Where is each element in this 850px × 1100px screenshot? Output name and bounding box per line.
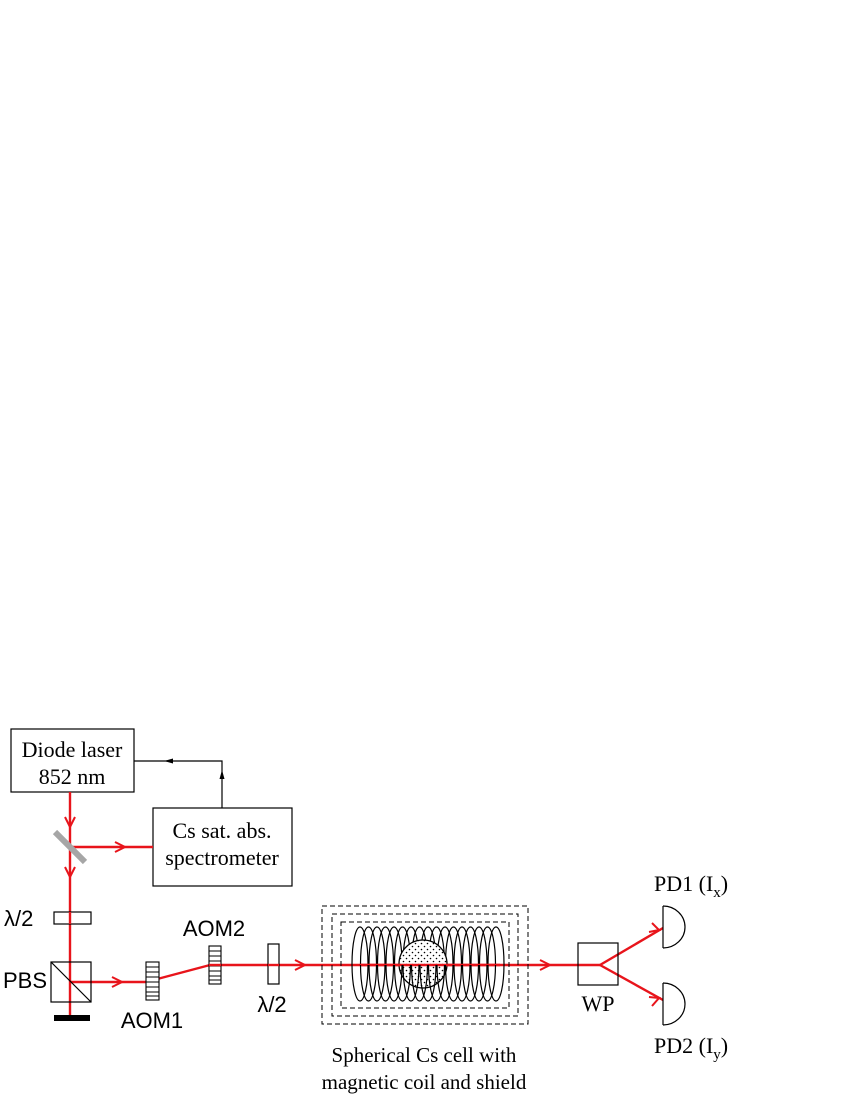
shield-layer-outer (321, 905, 529, 1025)
coil-loop (351, 965, 369, 1002)
beam-arrow (111, 976, 125, 988)
aom2-label: AOM2 (183, 916, 245, 941)
halfwave-plate-1-body (53, 911, 92, 925)
magnetic-coil (351, 926, 505, 1002)
wollaston-prism: WP (577, 942, 619, 1016)
diode-laser-box (10, 728, 135, 793)
coil-loop (461, 965, 480, 1002)
diode-laser-label: Diode laser (22, 737, 123, 762)
photodiode-2: PD2 (Iy) (654, 982, 728, 1063)
beam-arrow (539, 959, 553, 971)
coil-loop (436, 965, 454, 1002)
spectrometer-label-2: spectrometer (165, 845, 279, 870)
photodiode-1: PD1 (Ix) (654, 871, 728, 949)
beam-arrow (648, 996, 662, 1007)
wp-label: WP (582, 991, 615, 1016)
coil-loop (444, 965, 463, 1002)
pbs-label: PBS (3, 968, 47, 993)
wp-body (577, 942, 619, 986)
coil-loop (487, 965, 505, 1002)
pd2-detector (662, 982, 686, 1026)
spectrometer-box (152, 807, 293, 887)
beam-arrow (64, 866, 76, 880)
coil-loop (359, 965, 378, 1002)
coil-loop (410, 965, 429, 1002)
coil-loop (419, 965, 437, 1002)
beam-wp-pd1 (599, 926, 664, 967)
halfwave-plate-2: λ/2 (257, 943, 287, 1017)
coil-loop (470, 965, 488, 1002)
diode-laser: Diode laser 852 nm (10, 728, 135, 793)
coil-loop (453, 965, 471, 1002)
beam-dump (54, 1015, 90, 1021)
coil-loop (402, 965, 420, 1002)
aom1-body (145, 961, 160, 1001)
shield-layer-middle (331, 913, 519, 1017)
feedback-arrow-up (219, 770, 225, 779)
beam-arrow (64, 816, 76, 830)
pbs-body (50, 961, 92, 1003)
diode-laser-wavelength: 852 nm (39, 764, 106, 789)
spectrometer: Cs sat. abs. spectrometer (152, 807, 293, 887)
coil-loop (393, 965, 412, 1002)
feedback-arrow-left (164, 758, 173, 764)
spectrometer-label: Cs sat. abs. (173, 818, 272, 843)
coil-loop (376, 965, 395, 1002)
feedback-path (134, 760, 223, 808)
magnetic-shield (321, 905, 529, 1025)
pd1-detector (662, 905, 686, 949)
coil-loop (368, 965, 386, 1002)
pickoff-mirror (52, 829, 88, 865)
cell-caption-line2: magnetic coil and shield (322, 1070, 527, 1094)
coil-loop (427, 965, 446, 1002)
beam-arrow (294, 959, 308, 971)
pbs-cube: PBS (3, 961, 92, 1003)
aom1: AOM1 (121, 961, 183, 1033)
pd1-label: PD1 (Ix) (654, 871, 728, 901)
feedback-line (134, 758, 225, 808)
cell-caption-line1: Spherical Cs cell with (332, 1043, 517, 1067)
halfwave-plate-1-label: λ/2 (4, 906, 33, 931)
beam-wp-pd2 (599, 963, 664, 1002)
coil-loop (385, 965, 403, 1002)
coil-loop (478, 965, 497, 1002)
shield-layer-inner (340, 921, 510, 1009)
pd2-label: PD2 (Iy) (654, 1033, 728, 1063)
pbs-diagonal (50, 961, 92, 1003)
halfwave-plate-1: λ/2 (4, 906, 92, 931)
beam-arrow (648, 922, 662, 933)
beam-arrow (114, 841, 128, 853)
aom2: AOM2 (183, 916, 245, 985)
aom1-label: AOM1 (121, 1008, 183, 1033)
halfwave-plate-2-label: λ/2 (257, 992, 286, 1017)
